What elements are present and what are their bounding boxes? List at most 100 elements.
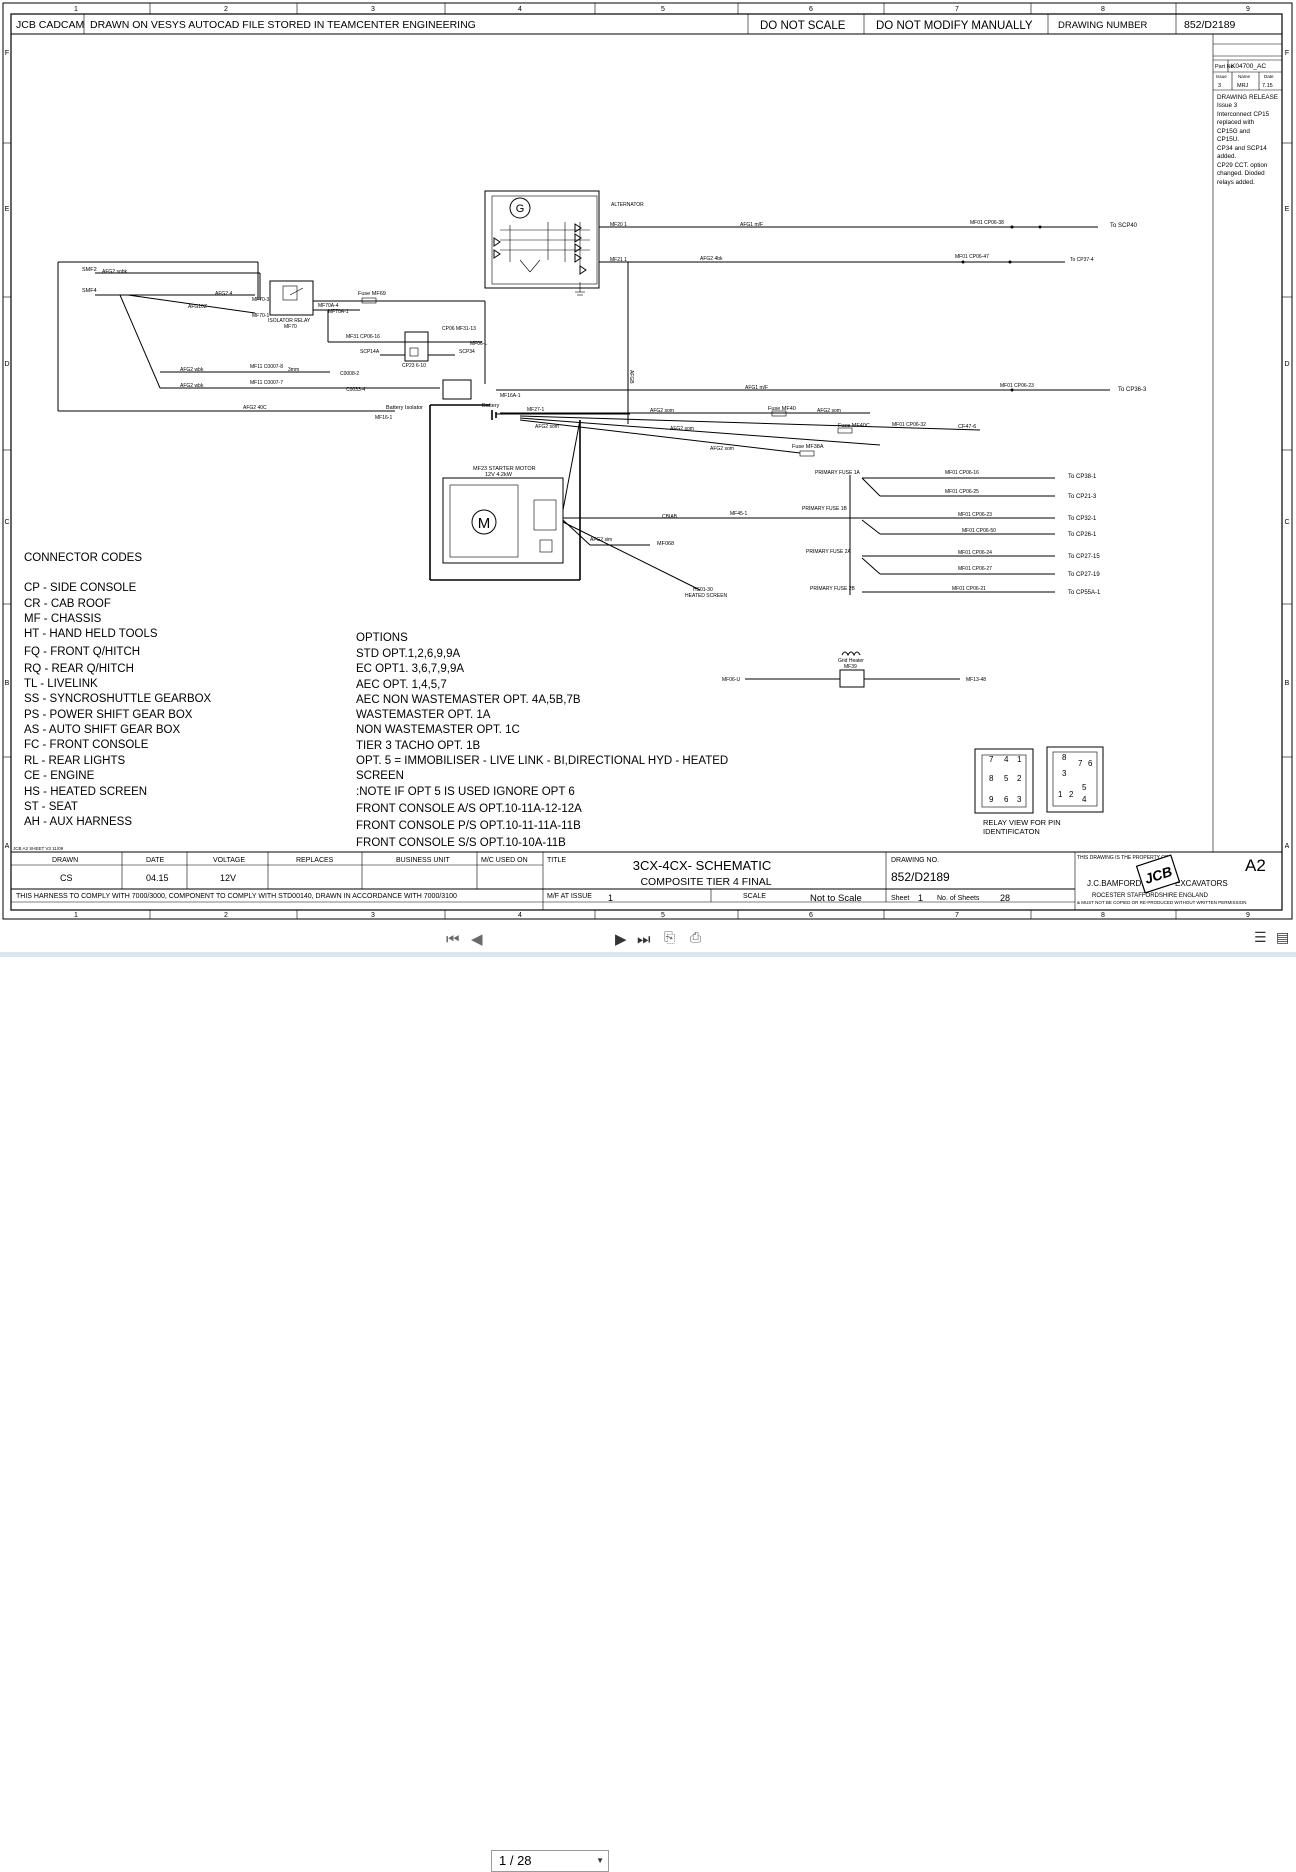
relay-pin: 7: [1078, 759, 1083, 768]
svg-text:MF70A-1: MF70A-1: [328, 309, 349, 315]
fuse-mf40-label: Fuse MF40: [768, 406, 796, 412]
connector-code-item: AH - AUX HARNESS: [24, 816, 132, 828]
revision-note-line: changed. Dioded: [1217, 170, 1265, 177]
svg-text:MF27-1: MF27-1: [527, 407, 544, 413]
tb-scale-label: SCALE: [743, 893, 766, 900]
row-label-a: A: [5, 843, 10, 850]
fuse-mf40c-label: Fuse MF40C: [838, 423, 870, 429]
tb-drawing-no-label: DRAWING NO.: [891, 857, 939, 864]
last-page-icon[interactable]: ⏭: [637, 930, 651, 948]
to-target: To CP27-19: [1068, 572, 1100, 578]
tb-copy-note: & MUST NOT BE COPIED OR RE-PRODUCED WITH…: [1077, 900, 1247, 905]
svg-text:MF01 CP06-47: MF01 CP06-47: [955, 254, 989, 260]
relay-view-label-1: RELAY VIEW FOR PIN: [983, 818, 1061, 827]
connector-code-item: MF - CHASSIS: [24, 613, 102, 625]
inner-frame: [10, 13, 1283, 911]
svg-text:MF01 CP06-50: MF01 CP06-50: [962, 528, 996, 534]
chevron-down-icon[interactable]: ▼: [596, 1856, 604, 1865]
starter-motor-spec: 12V 4.2kW: [485, 472, 513, 478]
row-label-right-a: A: [1285, 843, 1290, 850]
svg-text:MF11 C0007-8: MF11 C0007-8: [250, 364, 283, 370]
option-item: TIER 3 TACHO OPT. 1B: [356, 740, 481, 752]
previous-page-icon[interactable]: ◀: [471, 930, 483, 948]
svg-text:AFG2 som: AFG2 som: [710, 446, 734, 452]
status-strip: [0, 952, 1296, 957]
svg-text:MF01 CP06-27: MF01 CP06-27: [958, 566, 992, 572]
revision-note-line: CP15U.: [1217, 136, 1239, 143]
relay-pin: 2: [1069, 790, 1074, 799]
option-item: WASTEMASTER OPT. 1A: [356, 709, 491, 721]
svg-text:MF11 C0007-7: MF11 C0007-7: [250, 380, 283, 386]
row-label-c: C: [4, 519, 9, 526]
col-label-6: 6: [809, 6, 813, 13]
primary-fuse-1b: PRIMARY FUSE 1B: [802, 506, 847, 512]
svg-text:CP06 MF31-13: CP06 MF31-13: [442, 326, 476, 332]
col-label-4: 4: [518, 6, 522, 13]
col-label-bottom-3: 3: [371, 912, 375, 919]
svg-text:MF01 CP06-16: MF01 CP06-16: [945, 470, 979, 476]
revision-note-line: added.: [1217, 153, 1237, 160]
relay-pin: 2: [1017, 774, 1022, 783]
primary-fuse-1a: PRIMARY FUSE 1A: [815, 470, 860, 476]
option-item: STD OPT.1,2,6,9,9A: [356, 648, 461, 660]
copy-page-icon[interactable]: ⎘: [664, 930, 676, 946]
revision-date-header: Date: [1264, 74, 1274, 79]
tb-voltage: 12V: [220, 873, 236, 883]
relay-pin: 8: [1062, 753, 1067, 762]
svg-text:MF16A-1: MF16A-1: [500, 393, 521, 399]
tb-comply-note: THIS HARNESS TO COMPLY WITH 7000/3000, C…: [16, 893, 457, 900]
alternator-box: [484, 190, 600, 289]
to-target: To CP26-1: [1068, 532, 1097, 538]
page-number-field[interactable]: 1 / 28 ▼: [491, 1850, 609, 1872]
svg-text:CBIAB: CBIAB: [662, 514, 678, 520]
relay-pin: 3: [1017, 795, 1022, 804]
revision-part-value: K04700_AC: [1231, 63, 1266, 70]
battery-isolator-symbol: [442, 379, 472, 400]
svg-text:AFG2 som: AFG2 som: [670, 426, 694, 432]
col-label-bottom-8: 8: [1101, 912, 1105, 919]
svg-text:MF01 CP06-25: MF01 CP06-25: [945, 489, 979, 495]
mf16-label: MF16-1: [375, 415, 392, 421]
grid-heater: Grid Heater MF39 MF06-U MF13-48: [722, 651, 986, 688]
template-note: JCB A2 SHEET V3 11/09: [13, 846, 64, 851]
to-target: To CP32-1: [1068, 516, 1097, 522]
scp14a-label: SCP14A: [360, 349, 380, 355]
col-label-3: 3: [371, 6, 375, 13]
c0008-label: C0008-2: [340, 371, 359, 377]
battery-label: Battery: [482, 403, 500, 409]
relay-pin: 5: [1082, 783, 1087, 792]
svg-text:MF20 1: MF20 1: [610, 222, 627, 228]
next-page-icon[interactable]: ▶: [615, 930, 627, 948]
tb-mf-at-issue-label: M/F AT ISSUE: [547, 893, 592, 900]
svg-text:MF70-3: MF70-3: [252, 297, 269, 303]
svg-text:AFG1 m/F: AFG1 m/F: [745, 385, 768, 391]
tb-scale: Not to Scale: [810, 893, 862, 904]
generator-symbol: [509, 197, 531, 219]
single-page-view-icon[interactable]: ☰: [1254, 930, 1267, 946]
connector-code-item: PS - POWER SHIFT GEAR BOX: [24, 709, 193, 721]
col-label-bottom-5: 5: [661, 912, 665, 919]
smf2-label: SMF2: [82, 267, 97, 273]
options-title: OPTIONS: [356, 632, 408, 644]
first-page-icon[interactable]: ⏮: [446, 930, 460, 948]
isolator-relay-label: ISOLATOR RELAY: [268, 318, 311, 324]
row-label-right-c: C: [1284, 519, 1289, 526]
col-label-5: 5: [661, 6, 665, 13]
tb-sheets: 28: [1000, 893, 1010, 903]
connector-codes-title: CONNECTOR CODES: [24, 552, 142, 564]
paste-page-icon[interactable]: ⎙: [690, 930, 702, 946]
tb-title-line2: COMPOSITE TIER 4 FINAL: [640, 876, 771, 888]
pdf-viewer-toolbar: ⏮ ◀ 1 / 28 ▼ ▶ ⏭ ⎘ ⎙ ☰ ▤: [0, 924, 1296, 1872]
relay-pin: 9: [989, 795, 994, 804]
two-page-view-icon[interactable]: ▤: [1276, 930, 1290, 946]
svg-text:MF31 CP06-16: MF31 CP06-16: [346, 334, 380, 340]
header-drawing-number: 852/D2189: [1184, 19, 1236, 31]
option-item: SCREEN: [356, 770, 404, 782]
col-label-9: 9: [1246, 6, 1250, 13]
tb-drawn: CS: [60, 873, 73, 883]
header-company: JCB CADCAM: [16, 19, 84, 31]
revision-note-line: relays added.: [1217, 179, 1255, 186]
svg-text:MF01 CP06-38: MF01 CP06-38: [970, 220, 1004, 226]
grid-heater-id: MF39: [844, 664, 857, 670]
tb-mc-used-label: M/C USED ON: [481, 857, 528, 864]
